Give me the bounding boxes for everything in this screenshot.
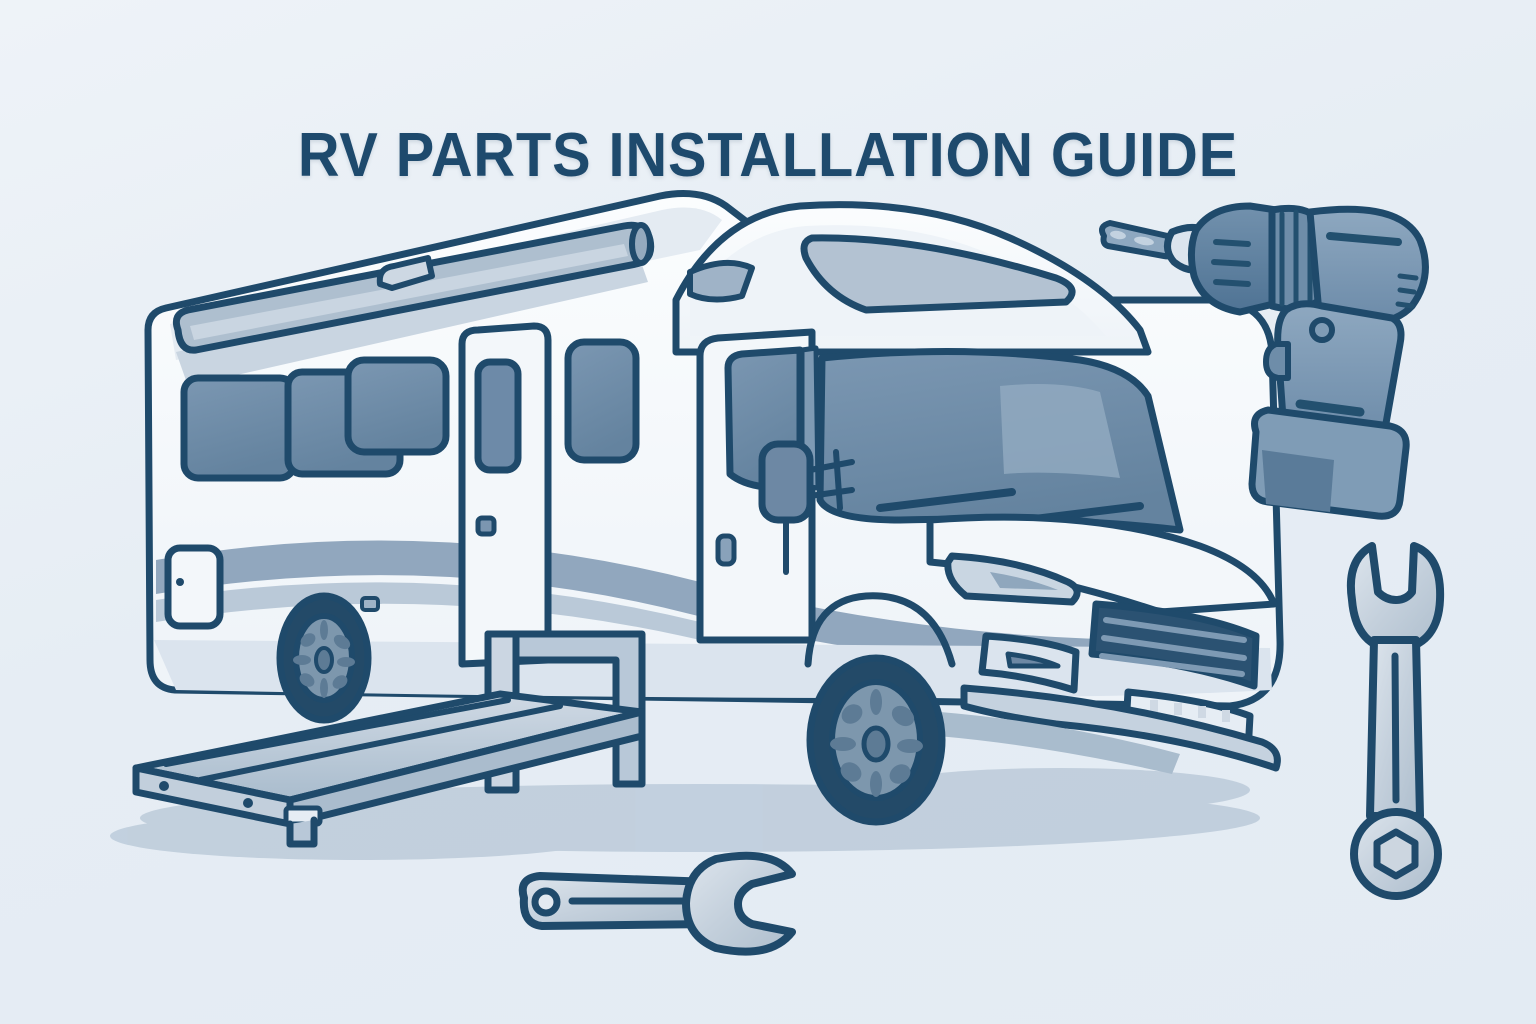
license-plate-marks xyxy=(1150,700,1230,722)
cab-section xyxy=(696,328,1281,774)
mirror-arm xyxy=(807,449,855,511)
entry-door-window xyxy=(474,358,522,474)
rack-deck-slats xyxy=(163,697,563,783)
wrench-flat-head xyxy=(682,851,796,956)
drill-direction-switch[interactable] xyxy=(1309,317,1335,343)
front-fender-arch xyxy=(804,592,956,668)
awning-mount-bracket xyxy=(376,255,435,291)
drill-trigger[interactable] xyxy=(1263,341,1291,381)
front-wheel-shadow xyxy=(870,768,1250,812)
fog-light-lens xyxy=(1005,651,1061,669)
door-handle[interactable] xyxy=(475,515,497,537)
cab-corner-window xyxy=(687,259,755,303)
drill-motor-housing xyxy=(1187,202,1294,316)
drill-battery-front xyxy=(1262,450,1334,512)
side-mirror xyxy=(758,440,855,575)
side-marker-light xyxy=(360,596,380,612)
side-window-front xyxy=(564,338,640,464)
windshield-wiper-left xyxy=(876,488,1016,512)
cab-door-handle[interactable] xyxy=(715,533,737,567)
rack-leg xyxy=(286,816,318,848)
wrench-flat-hang-hole xyxy=(531,887,561,917)
wrench-hex-opening xyxy=(1373,828,1419,880)
awning-end-cap xyxy=(629,222,653,266)
cordless-drill xyxy=(1099,202,1429,520)
grille-slats xyxy=(1099,617,1247,677)
combination-wrench-vertical xyxy=(1346,542,1445,900)
window-pane-left xyxy=(180,374,298,482)
drill-body-highlight xyxy=(1326,232,1402,246)
drill-housing-ribs xyxy=(1211,239,1251,287)
windshield-reflection xyxy=(1000,384,1120,478)
rear-hub-spokes xyxy=(293,620,355,698)
roof-skylight xyxy=(800,234,1076,314)
decal-stripe xyxy=(156,540,1160,672)
page-title: RV PARTS INSTALLATION GUIDE xyxy=(297,120,1239,190)
drill-body-vents xyxy=(1395,273,1419,309)
decal-stripe-secondary xyxy=(156,582,700,640)
windshield xyxy=(816,347,1184,534)
ground-shadows xyxy=(110,768,1260,860)
rack-ground-shadow xyxy=(110,812,610,860)
drill-battery-groove xyxy=(1295,399,1365,417)
headlight-inner xyxy=(990,572,1058,590)
wrench-shaft-groove xyxy=(1391,652,1400,804)
rack-bolt-1 xyxy=(159,781,169,791)
lower-valance xyxy=(938,712,1180,774)
front-wheel xyxy=(806,654,946,826)
storage-hatch[interactable] xyxy=(164,544,224,630)
mirror-glass xyxy=(758,440,814,524)
front-center-cap xyxy=(861,725,891,763)
open-end-wrench-horizontal xyxy=(518,851,796,956)
side-window-mid xyxy=(344,356,450,456)
rear-center-cap xyxy=(314,646,334,674)
front-hub-spokes xyxy=(830,689,923,797)
cargo-carrier-rack xyxy=(132,630,646,848)
rear-wheel xyxy=(276,592,372,724)
entry-door[interactable] xyxy=(458,322,552,668)
awning-rail xyxy=(172,221,655,386)
recreational-vehicle xyxy=(144,190,1284,826)
awning-tube-highlight xyxy=(190,244,628,340)
rack-bolt-2 xyxy=(243,798,253,808)
drill-bit-flutes xyxy=(1110,230,1154,246)
wrench-open-end-head xyxy=(1346,542,1445,654)
drill-handle xyxy=(1274,300,1405,450)
storage-hatch-lock[interactable] xyxy=(176,578,184,586)
front-bumper xyxy=(960,684,1281,772)
